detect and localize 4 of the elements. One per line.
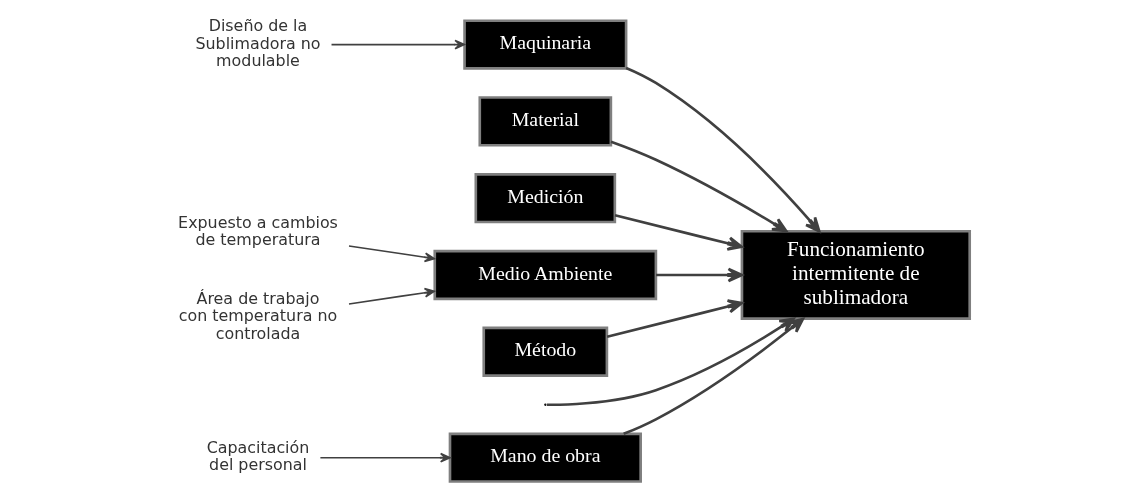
node-text: Área de trabajo con temperatura no controlada [178, 289, 337, 343]
node-text: Diseño de la Sublimadora no modulable [194, 16, 321, 70]
node-text: Expuesto a cambios de temperatura [177, 213, 338, 250]
node-text: Capacitación del personal [206, 438, 309, 475]
